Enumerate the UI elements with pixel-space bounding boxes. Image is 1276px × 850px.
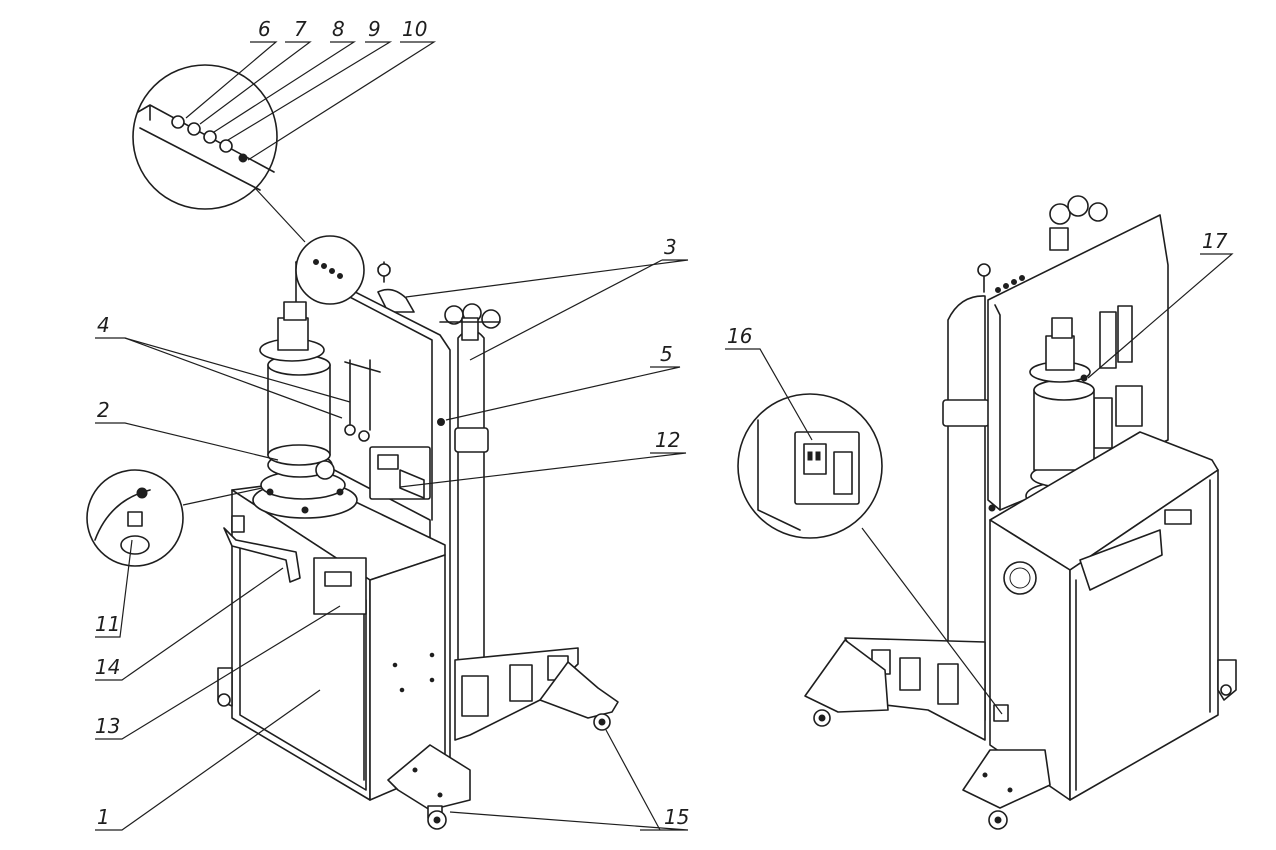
front-base-rear — [962, 749, 1051, 830]
callout-4: 4 — [97, 313, 110, 337]
callouts-right: 16 17 — [727, 229, 1228, 348]
callout-7: 7 — [294, 17, 307, 41]
callout-6: 6 — [258, 17, 271, 41]
front-view: 6 7 8 9 10 3 4 5 2 12 11 14 13 1 15 — [86, 17, 689, 831]
cabinet — [217, 479, 446, 801]
callout-12: 12 — [655, 428, 680, 452]
callout-14: 14 — [95, 655, 120, 679]
callout-1: 1 — [97, 805, 110, 829]
callout-3: 3 — [664, 235, 677, 259]
connectors-zoom — [132, 64, 365, 305]
rear-view: 16 17 — [725, 195, 1237, 830]
reactor-column — [252, 301, 358, 519]
rear-stand-rear — [804, 637, 986, 741]
callout-17: 17 — [1202, 229, 1228, 253]
callout-5: 5 — [660, 342, 673, 366]
valve-zoom — [86, 469, 263, 567]
pressure-regulator — [439, 303, 501, 341]
callout-16: 16 — [727, 324, 752, 348]
front-base — [387, 744, 471, 830]
callout-2: 2 — [97, 398, 110, 422]
callout-15: 15 — [664, 805, 689, 829]
callout-11: 11 — [95, 612, 120, 636]
callout-9: 9 — [368, 17, 381, 41]
cabinet-rear — [989, 431, 1237, 801]
back-panel-rear — [987, 214, 1169, 512]
leader-lines-left — [95, 41, 689, 831]
callout-8: 8 — [332, 17, 345, 41]
pressure-regulator-rear — [1049, 195, 1108, 251]
rear-stand — [454, 647, 619, 741]
callout-13: 13 — [95, 714, 120, 738]
callout-10: 10 — [402, 17, 427, 41]
power-socket-zoom — [737, 393, 1003, 715]
leader-lines-right — [725, 253, 1234, 441]
callouts-left: 6 7 8 9 10 3 4 5 2 12 11 14 13 1 15 — [95, 17, 689, 829]
